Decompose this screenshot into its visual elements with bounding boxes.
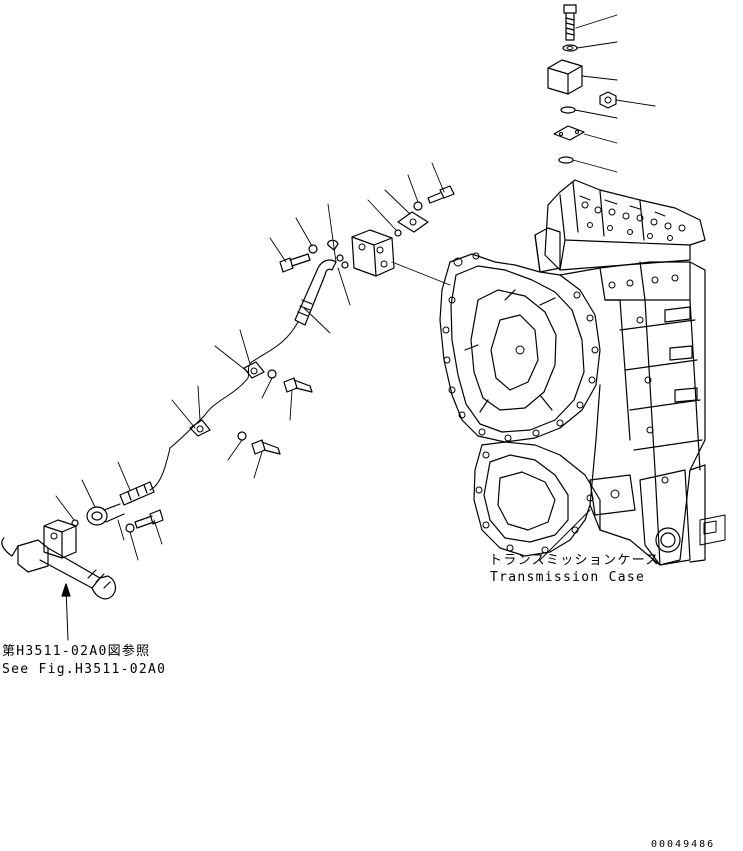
manifold-to-case-leader [392, 262, 450, 285]
clip-lower-washer [238, 432, 246, 440]
reference-arrow [62, 584, 70, 640]
manifold-plate [398, 212, 428, 232]
right-washer-small [414, 202, 422, 210]
lower-flange [87, 504, 124, 525]
top-washer [563, 45, 577, 51]
clip-lower [190, 420, 210, 436]
adapter-block [44, 520, 76, 558]
top-block [548, 60, 582, 94]
manifold-block [352, 230, 394, 276]
clip-upper-washer [268, 370, 276, 378]
case-label-leader [540, 510, 590, 560]
top-seal [559, 157, 573, 163]
upper-bolt [280, 254, 310, 272]
top-gasket-plate [554, 126, 584, 140]
elbow-pipe [295, 260, 336, 325]
figure-reference-label-jp: 第H3511-02A0図参照 [2, 644, 151, 659]
figure-number: 00049486 [651, 839, 716, 850]
lower-washer [126, 524, 134, 532]
case-flange-bolts [443, 253, 598, 441]
lower-bolt [135, 510, 163, 528]
manifold-o-ring [395, 230, 401, 236]
upper-washer [309, 245, 317, 253]
figure-reference-label-en: See Fig.H3511-02A0 [2, 662, 167, 677]
clip-lower-bolt [252, 440, 280, 454]
fitting-o-ring-b [342, 262, 348, 268]
strainer-pipe [2, 538, 116, 599]
top-bolt [564, 5, 576, 40]
fitting-o-ring-a [337, 255, 343, 261]
lower-hose-fitting [120, 482, 154, 505]
transmission-case-label-en: Transmission Case [490, 570, 646, 585]
clip-upper [244, 362, 264, 378]
right-bolt-small [428, 186, 454, 203]
top-leaders [573, 15, 655, 172]
top-nut [600, 92, 616, 108]
transmission-case [440, 180, 725, 565]
hose-line [150, 322, 298, 490]
top-o-ring [561, 107, 575, 113]
callout-leaders [56, 163, 444, 560]
valve-bolt-holes [580, 196, 685, 241]
clip-upper-bolt [284, 378, 312, 392]
transmission-case-label-jp: トランスミッションケース [489, 553, 660, 568]
